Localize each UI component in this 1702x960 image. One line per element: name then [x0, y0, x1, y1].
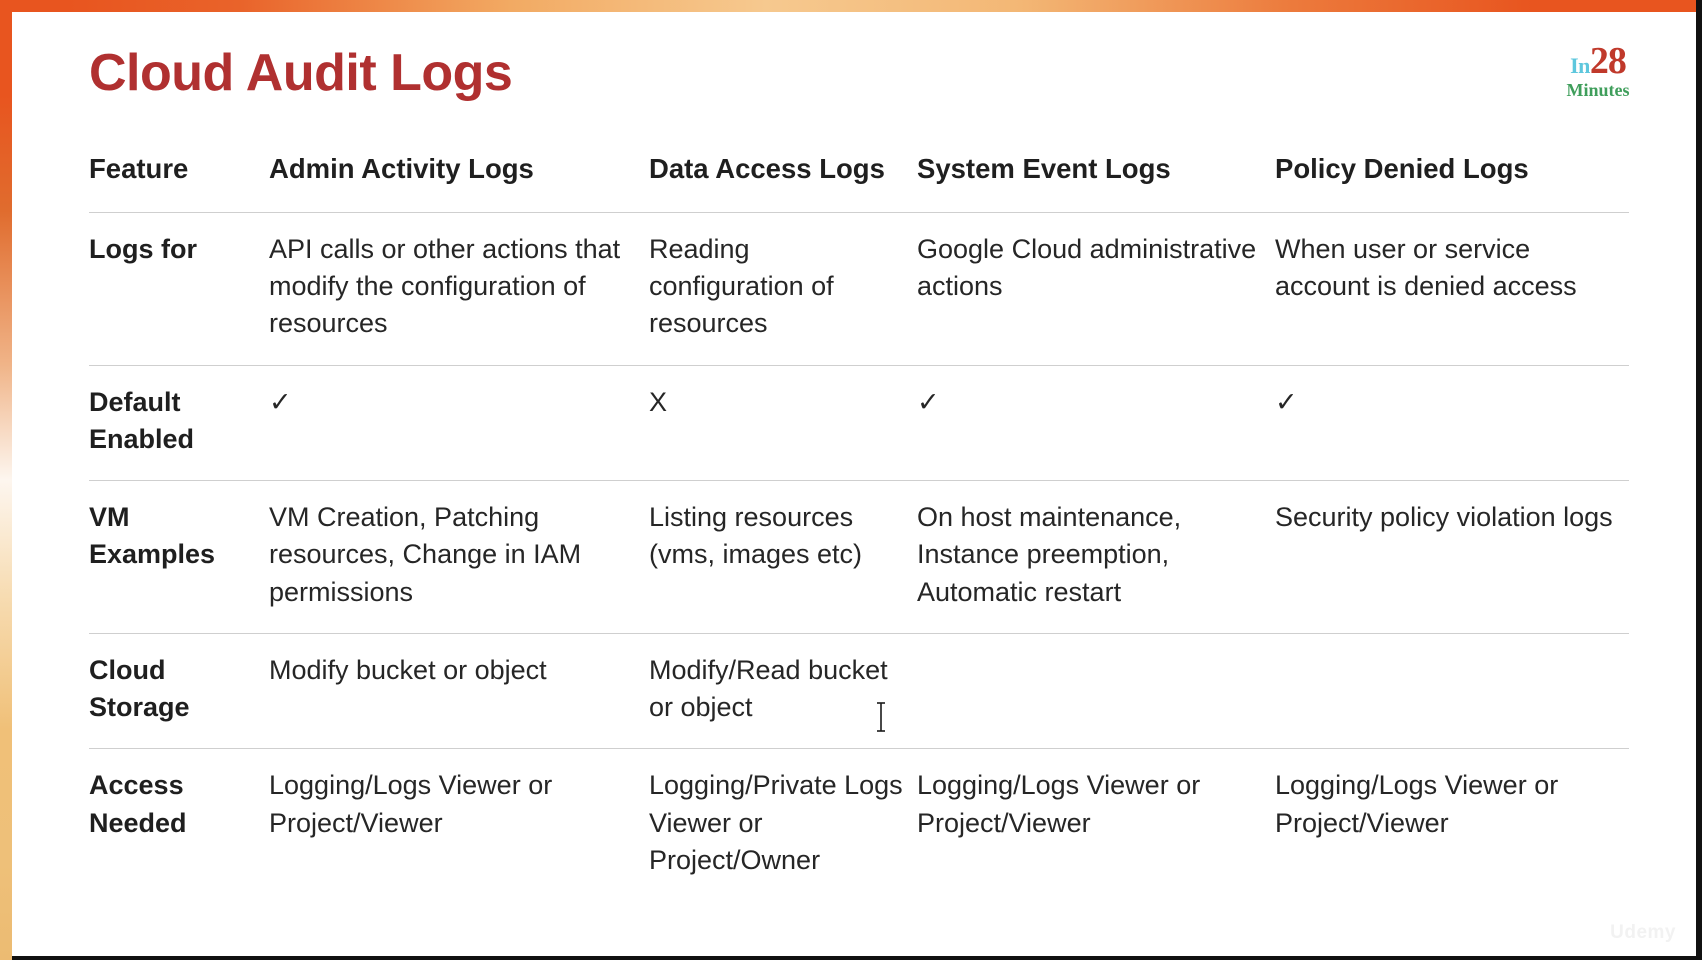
- column-header-policy-denied-logs: Policy Denied Logs: [1275, 142, 1629, 213]
- cell-logs-for-policy: When user or service account is denied a…: [1275, 212, 1629, 366]
- brand-logo-top-row: In 28: [1538, 42, 1658, 80]
- checkmark-icon-policy: ✓: [1275, 365, 1629, 482]
- row-label-access-needed: Access Needed: [89, 770, 187, 838]
- brand-logo-number: 28: [1589, 40, 1627, 82]
- audit-logs-comparison-table: Feature Admin Activity Logs Data Access …: [89, 142, 1629, 901]
- checkmark-icon-admin: ✓: [269, 365, 649, 482]
- table-row: VM Examples VM Creation, Patching resour…: [89, 480, 1629, 634]
- table-row: Cloud Storage Modify bucket or object Mo…: [89, 633, 1629, 750]
- column-header-admin-activity-logs: Admin Activity Logs: [269, 142, 649, 213]
- cell-cloud-storage-policy: [1275, 633, 1629, 750]
- row-label-default-enabled: Default Enabled: [89, 365, 269, 482]
- column-header-data-access-logs: Data Access Logs: [649, 142, 917, 213]
- cell-vm-examples-system: On host maintenance, Instance preemption…: [917, 480, 1275, 634]
- table-header-row: Feature Admin Activity Logs Data Access …: [89, 142, 1629, 213]
- border-bottom: [0, 956, 1702, 960]
- row-label-logs-for: Logs for: [89, 212, 269, 366]
- slide-canvas: Cloud Audit Logs In 28 Minutes Feature A…: [12, 12, 1696, 956]
- cell-access-needed-data: Logging/Private Logs Viewer or Project/O…: [649, 770, 903, 875]
- page-title: Cloud Audit Logs: [89, 44, 513, 102]
- accent-border-top: [0, 0, 1702, 12]
- cell-logs-for-admin: API calls or other actions that modify t…: [269, 212, 649, 366]
- cell-access-needed-admin: Logging/Logs Viewer or Project/Viewer: [269, 770, 553, 838]
- cell-access-needed-policy: Logging/Logs Viewer or Project/Viewer: [1275, 770, 1559, 838]
- cell-vm-examples-policy: Security policy violation logs: [1275, 480, 1629, 634]
- column-header-system-event-logs: System Event Logs: [917, 142, 1275, 213]
- cell-cloud-storage-data: Modify/Read bucket or object: [649, 633, 917, 750]
- brand-logo-in: In: [1570, 53, 1590, 78]
- brand-logo-minutes: Minutes: [1566, 80, 1630, 100]
- checkmark-icon-system: ✓: [917, 365, 1275, 482]
- udemy-watermark: Udemy: [1610, 922, 1676, 943]
- row-label-vm-examples: VM Examples: [89, 480, 269, 634]
- table-header: Feature Admin Activity Logs Data Access …: [89, 142, 1629, 213]
- cell-vm-examples-data: Listing resources (vms, images etc): [649, 480, 917, 634]
- cell-logs-for-data: Reading configuration of resources: [649, 212, 917, 366]
- cross-icon-data: X: [649, 365, 917, 482]
- cell-vm-examples-admin: VM Creation, Patching resources, Change …: [269, 480, 649, 634]
- brand-logo: In 28 Minutes: [1538, 42, 1658, 99]
- table-body: Logs for API calls or other actions that…: [89, 212, 1629, 901]
- cell-access-needed-system: Logging/Logs Viewer or Project/Viewer: [917, 770, 1201, 838]
- cell-logs-for-system: Google Cloud administrative actions: [917, 212, 1275, 366]
- column-header-feature: Feature: [89, 142, 269, 213]
- table-row: Default Enabled ✓ X ✓ ✓: [89, 365, 1629, 482]
- cell-cloud-storage-system: [917, 633, 1275, 750]
- accent-border-left: [0, 0, 12, 960]
- table-row: Access Needed Logging/Logs Viewer or Pro…: [89, 749, 1629, 901]
- table-row: Logs for API calls or other actions that…: [89, 212, 1629, 366]
- row-label-cloud-storage: Cloud Storage: [89, 633, 269, 750]
- cell-cloud-storage-admin: Modify bucket or object: [269, 633, 649, 750]
- border-right: [1696, 0, 1702, 960]
